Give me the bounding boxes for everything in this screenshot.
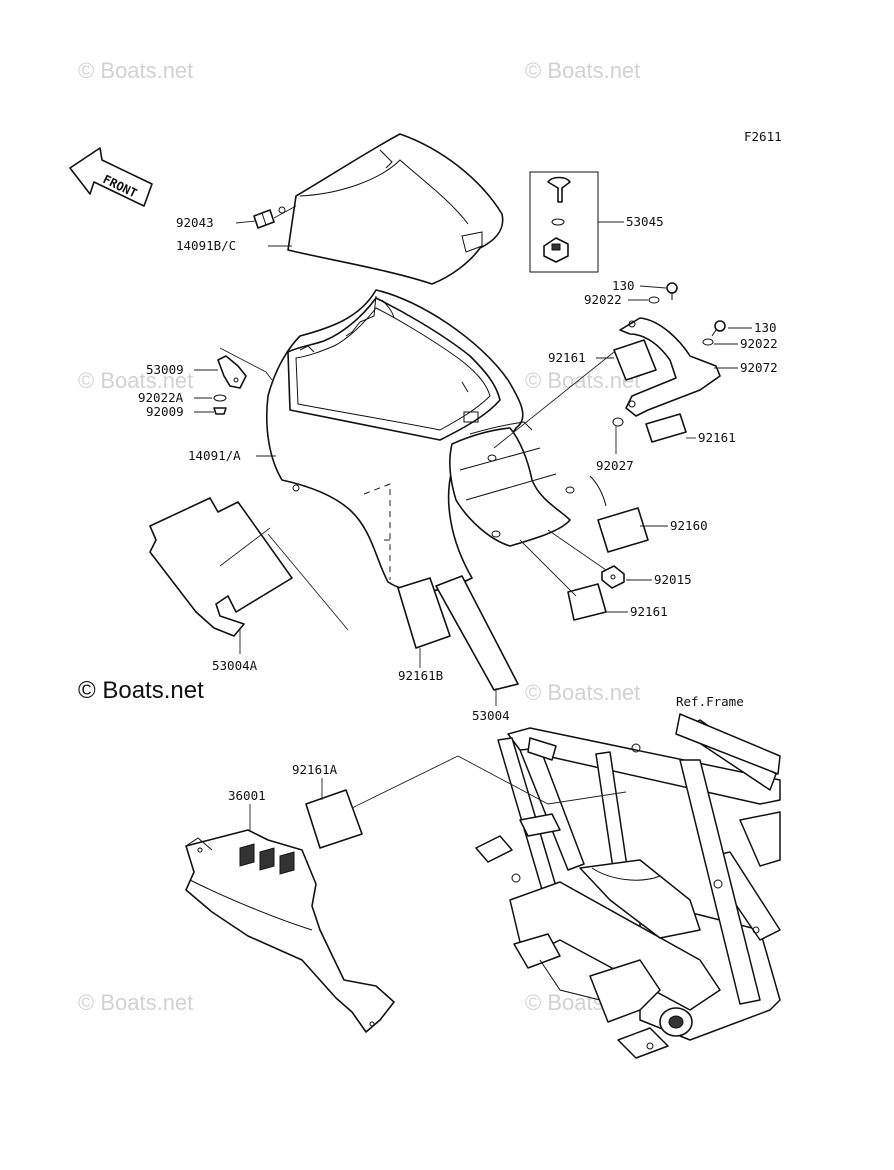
inner-panel-14091a[interactable] bbox=[265, 289, 607, 593]
part-label-92022: 92022 bbox=[584, 292, 622, 307]
watermark-group: © Boats.net © Boats.net © Boats.net © Bo… bbox=[78, 58, 640, 1015]
part-label-92161b: 92161B bbox=[398, 668, 443, 683]
part-label-36001: 36001 bbox=[228, 788, 266, 803]
part-label-92022a: 92022A bbox=[138, 390, 184, 405]
watermark: © Boats.net bbox=[78, 990, 193, 1015]
fastener-kit-53045[interactable] bbox=[529, 171, 599, 273]
label-92161-right[interactable] bbox=[645, 413, 687, 443]
label-92161b[interactable] bbox=[397, 577, 451, 649]
nut-92015-icon bbox=[601, 565, 625, 589]
mat-53004a[interactable] bbox=[149, 497, 293, 637]
washer-92022-upper-icon bbox=[648, 296, 660, 304]
ref-frame-label: Ref.Frame bbox=[676, 694, 744, 709]
label-92161-lower[interactable] bbox=[567, 583, 607, 621]
part-label-53009: 53009 bbox=[146, 362, 184, 377]
duct-cover-36001[interactable] bbox=[185, 829, 395, 1033]
figure-id: F2611 bbox=[744, 129, 782, 144]
part-label-92072: 92072 bbox=[740, 360, 778, 375]
label-92161a[interactable] bbox=[305, 789, 363, 849]
watermark: © Boats.net bbox=[525, 368, 640, 393]
part-label-92022: 92022 bbox=[740, 336, 778, 351]
label-92160[interactable] bbox=[597, 507, 649, 553]
screw-92009-icon bbox=[213, 407, 227, 415]
ref-frame bbox=[475, 713, 781, 1059]
front-arrow-icon: FRONT bbox=[69, 147, 153, 207]
label-92161-upper[interactable] bbox=[613, 339, 657, 381]
part-label-92043: 92043 bbox=[176, 215, 214, 230]
bolt-130-right-icon bbox=[711, 320, 726, 337]
part-label-92161a: 92161A bbox=[292, 762, 338, 777]
bolt-130-upper-icon bbox=[666, 282, 678, 300]
washer-92022a-icon bbox=[213, 394, 227, 402]
part-label-53045: 53045 bbox=[626, 214, 664, 229]
part-label-53004: 53004 bbox=[472, 708, 510, 723]
part-label-92027: 92027 bbox=[596, 458, 634, 473]
part-label-130: 130 bbox=[754, 320, 777, 335]
part-label-92161: 92161 bbox=[548, 350, 586, 365]
part-labels: 92043 14091B/C 53045 130 92022 130 92022… bbox=[138, 214, 778, 803]
upper-cover-part[interactable] bbox=[278, 133, 504, 285]
bracket-53009[interactable] bbox=[217, 355, 247, 389]
part-label-92160: 92160 bbox=[670, 518, 708, 533]
plate-53004[interactable] bbox=[435, 575, 519, 691]
handle-bracket-92072[interactable] bbox=[619, 317, 721, 417]
clip-92027-icon bbox=[612, 417, 624, 427]
part-label-92009: 92009 bbox=[146, 404, 184, 419]
watermark: © Boats.net bbox=[78, 368, 193, 393]
part-label-92161: 92161 bbox=[698, 430, 736, 445]
part-label-14091bc: 14091B/C bbox=[176, 238, 236, 253]
watermark: © Boats.net bbox=[525, 58, 640, 83]
part-label-92161: 92161 bbox=[630, 604, 668, 619]
bolt-92043-icon bbox=[253, 209, 275, 229]
watermark: © Boats.net bbox=[525, 680, 640, 705]
washer-92022-right-icon bbox=[702, 338, 714, 346]
watermark: © Boats.net bbox=[78, 58, 193, 83]
brand-mark: © Boats.net bbox=[78, 677, 204, 704]
part-label-130: 130 bbox=[612, 278, 635, 293]
part-label-53004a: 53004A bbox=[212, 658, 258, 673]
part-label-14091a: 14091/A bbox=[188, 448, 241, 463]
part-label-92015: 92015 bbox=[654, 572, 692, 587]
